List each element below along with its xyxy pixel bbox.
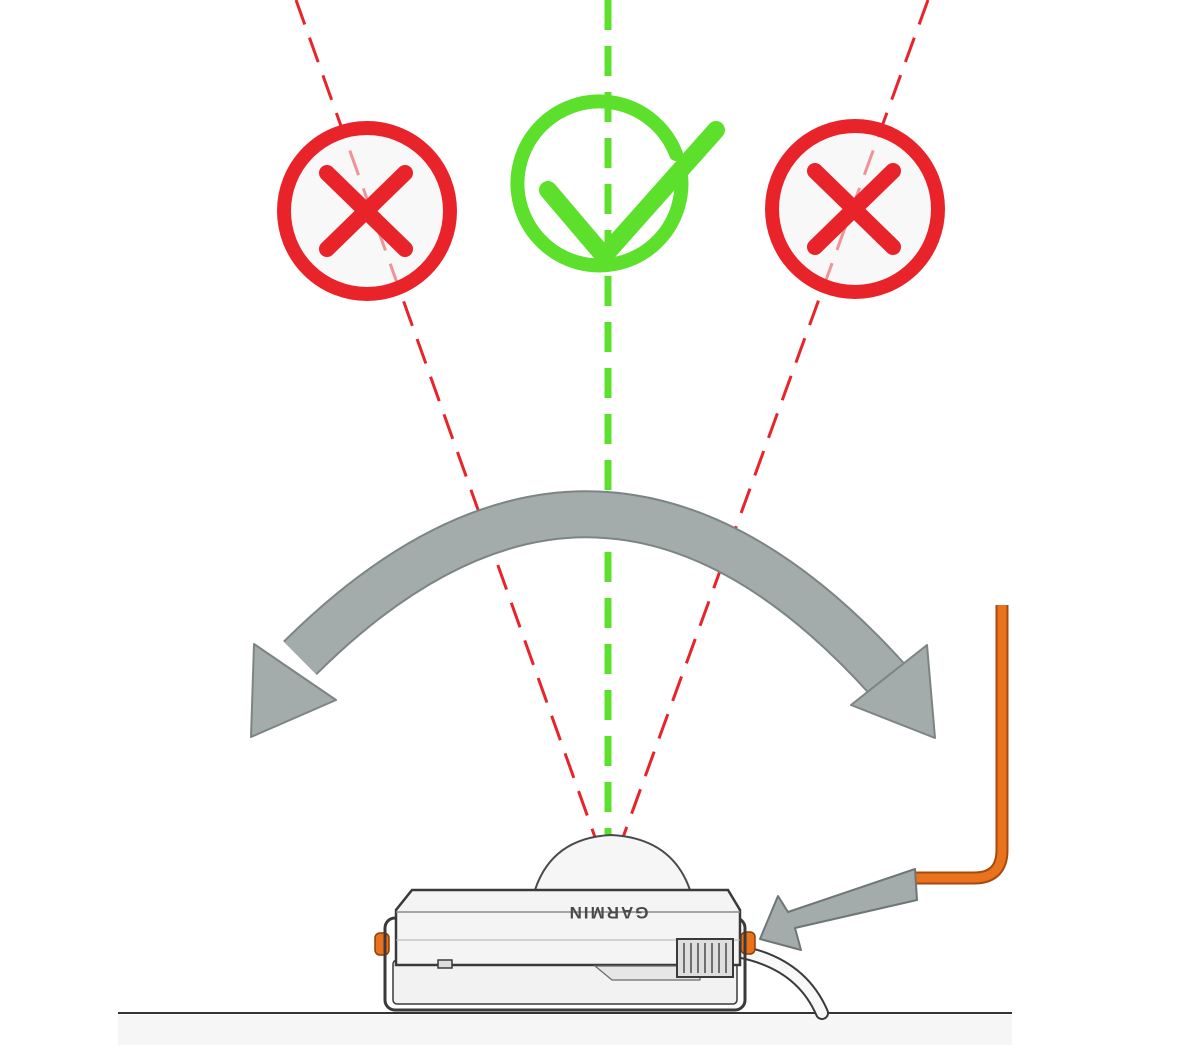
left-adjustment-screw (374, 932, 390, 956)
hex-key-icon (916, 605, 1009, 885)
right-incorrect-sight-line (620, 0, 930, 841)
sight-lines (294, 0, 930, 841)
mounting-surface (118, 1012, 1012, 1045)
device-dome (533, 833, 692, 891)
tilt-range-arrow-icon (250, 490, 936, 739)
device: GARMIN (374, 833, 829, 1020)
x-mark-icon-left (277, 121, 457, 301)
x-mark-icon-right (765, 119, 945, 299)
adjustment-arrow-icon (759, 868, 918, 951)
check-mark-icon (510, 94, 725, 273)
device-brand-label: GARMIN (568, 903, 649, 922)
left-incorrect-sight-line (294, 0, 598, 841)
device-body (394, 888, 742, 967)
right-adjustment-screw (740, 931, 756, 955)
